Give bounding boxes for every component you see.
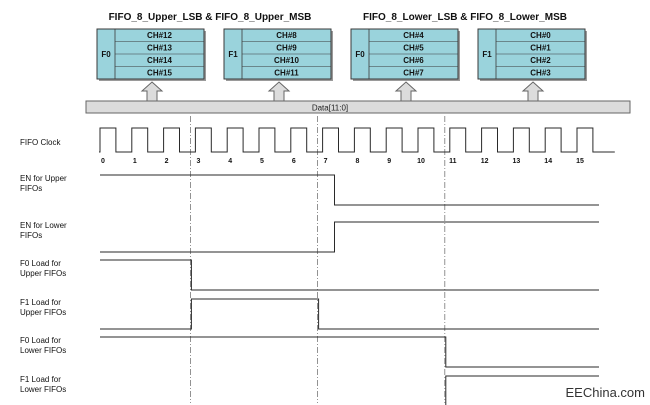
fifo-name: F0 (101, 50, 111, 59)
up-arrow (140, 81, 164, 102)
clock-tick-label: 11 (449, 158, 457, 165)
signal-label: FIFOs (20, 184, 42, 193)
signal-waveform (445, 375, 599, 405)
signal-label: Lower FIFOs (20, 346, 66, 355)
fifo-name: F1 (482, 50, 492, 59)
fifo-channel: CH#2 (530, 56, 551, 65)
fifo-channel: CH#1 (530, 44, 551, 53)
signal-label: F0 Load for (20, 259, 61, 268)
clock-tick-label: 7 (324, 158, 328, 165)
watermark: EEChina.com (566, 385, 645, 400)
up-arrow (394, 81, 418, 102)
fifo-channel: CH#5 (403, 44, 424, 53)
clock-tick-label: 12 (481, 158, 489, 165)
clock-tick-label: 2 (165, 158, 169, 165)
clock-tick-label: 4 (228, 158, 232, 165)
bus-arrows (140, 81, 545, 102)
signal-label: EN for Lower (20, 221, 67, 230)
signal-label: F1 Load for (20, 298, 61, 307)
clock-tick-label: 15 (576, 158, 584, 165)
data-bus-label: Data[11:0] (312, 104, 348, 113)
signal-label: Upper FIFOs (20, 269, 66, 278)
clock-tick-label: 5 (260, 158, 264, 165)
fifo-channel: CH#4 (403, 31, 424, 40)
clock-tick-label: 8 (355, 158, 359, 165)
fifo-channel: CH#15 (147, 69, 172, 78)
signal-waveform (100, 221, 599, 253)
signal-waveform (100, 174, 599, 206)
clock-tick-label: 10 (417, 158, 425, 165)
fifo-blocks: F0CH#12CH#13CH#14CH#15F1CH#8CH#9CH#10CH#… (96, 28, 587, 81)
clock-tick-label: 1 (133, 158, 137, 165)
up-arrow (267, 81, 291, 102)
fifo-channel: CH#8 (276, 31, 297, 40)
clock-waveform (99, 127, 615, 153)
signal-waveform (100, 298, 599, 330)
fifo-channel: CH#13 (147, 44, 172, 53)
fifo-channel: CH#9 (276, 44, 297, 53)
up-arrow (521, 81, 545, 102)
clock-tick-label: 3 (196, 158, 200, 165)
fifo-block: F0 CH#4CH#5CH#6CH#7 (350, 28, 460, 81)
fifo-channel: CH#0 (530, 31, 551, 40)
signal-label: FIFOs (20, 231, 42, 240)
clock-tick-label: 0 (101, 158, 105, 165)
signal-label: EN for Upper (20, 174, 67, 183)
clock-tick-label: 9 (387, 158, 391, 165)
fifo-channel: CH#12 (147, 31, 172, 40)
fifo-channel: CH#7 (403, 69, 424, 78)
signal-label: Upper FIFOs (20, 308, 66, 317)
clock-tick-label: 14 (544, 158, 552, 165)
upper-fifo-header: FIFO_8_Upper_LSB & FIFO_8_Upper_MSB (109, 12, 312, 23)
lower-fifo-header: FIFO_8_Lower_LSB & FIFO_8_Lower_MSB (363, 12, 567, 23)
fifo-channel: CH#10 (274, 56, 299, 65)
clock-label: FIFO Clock (20, 138, 61, 147)
fifo-channel: CH#14 (147, 56, 172, 65)
signal-waveforms (100, 174, 599, 405)
signal-label: Lower FIFOs (20, 385, 66, 394)
signal-waveform (100, 259, 599, 291)
signal-waveform (100, 336, 599, 368)
data-bus (85, 100, 631, 114)
fifo-channel: CH#11 (274, 69, 299, 78)
clock-tick-label: 6 (292, 158, 296, 165)
fifo-channel: CH#6 (403, 56, 424, 65)
fifo-name: F0 (355, 50, 365, 59)
signal-label: F1 Load for (20, 375, 61, 384)
fifo-block: F1 CH#0CH#1CH#2CH#3 (477, 28, 587, 81)
fifo-name: F1 (228, 50, 238, 59)
fifo-channel: CH#3 (530, 69, 551, 78)
clock-tick-label: 13 (513, 158, 521, 165)
signal-label: F0 Load for (20, 336, 61, 345)
